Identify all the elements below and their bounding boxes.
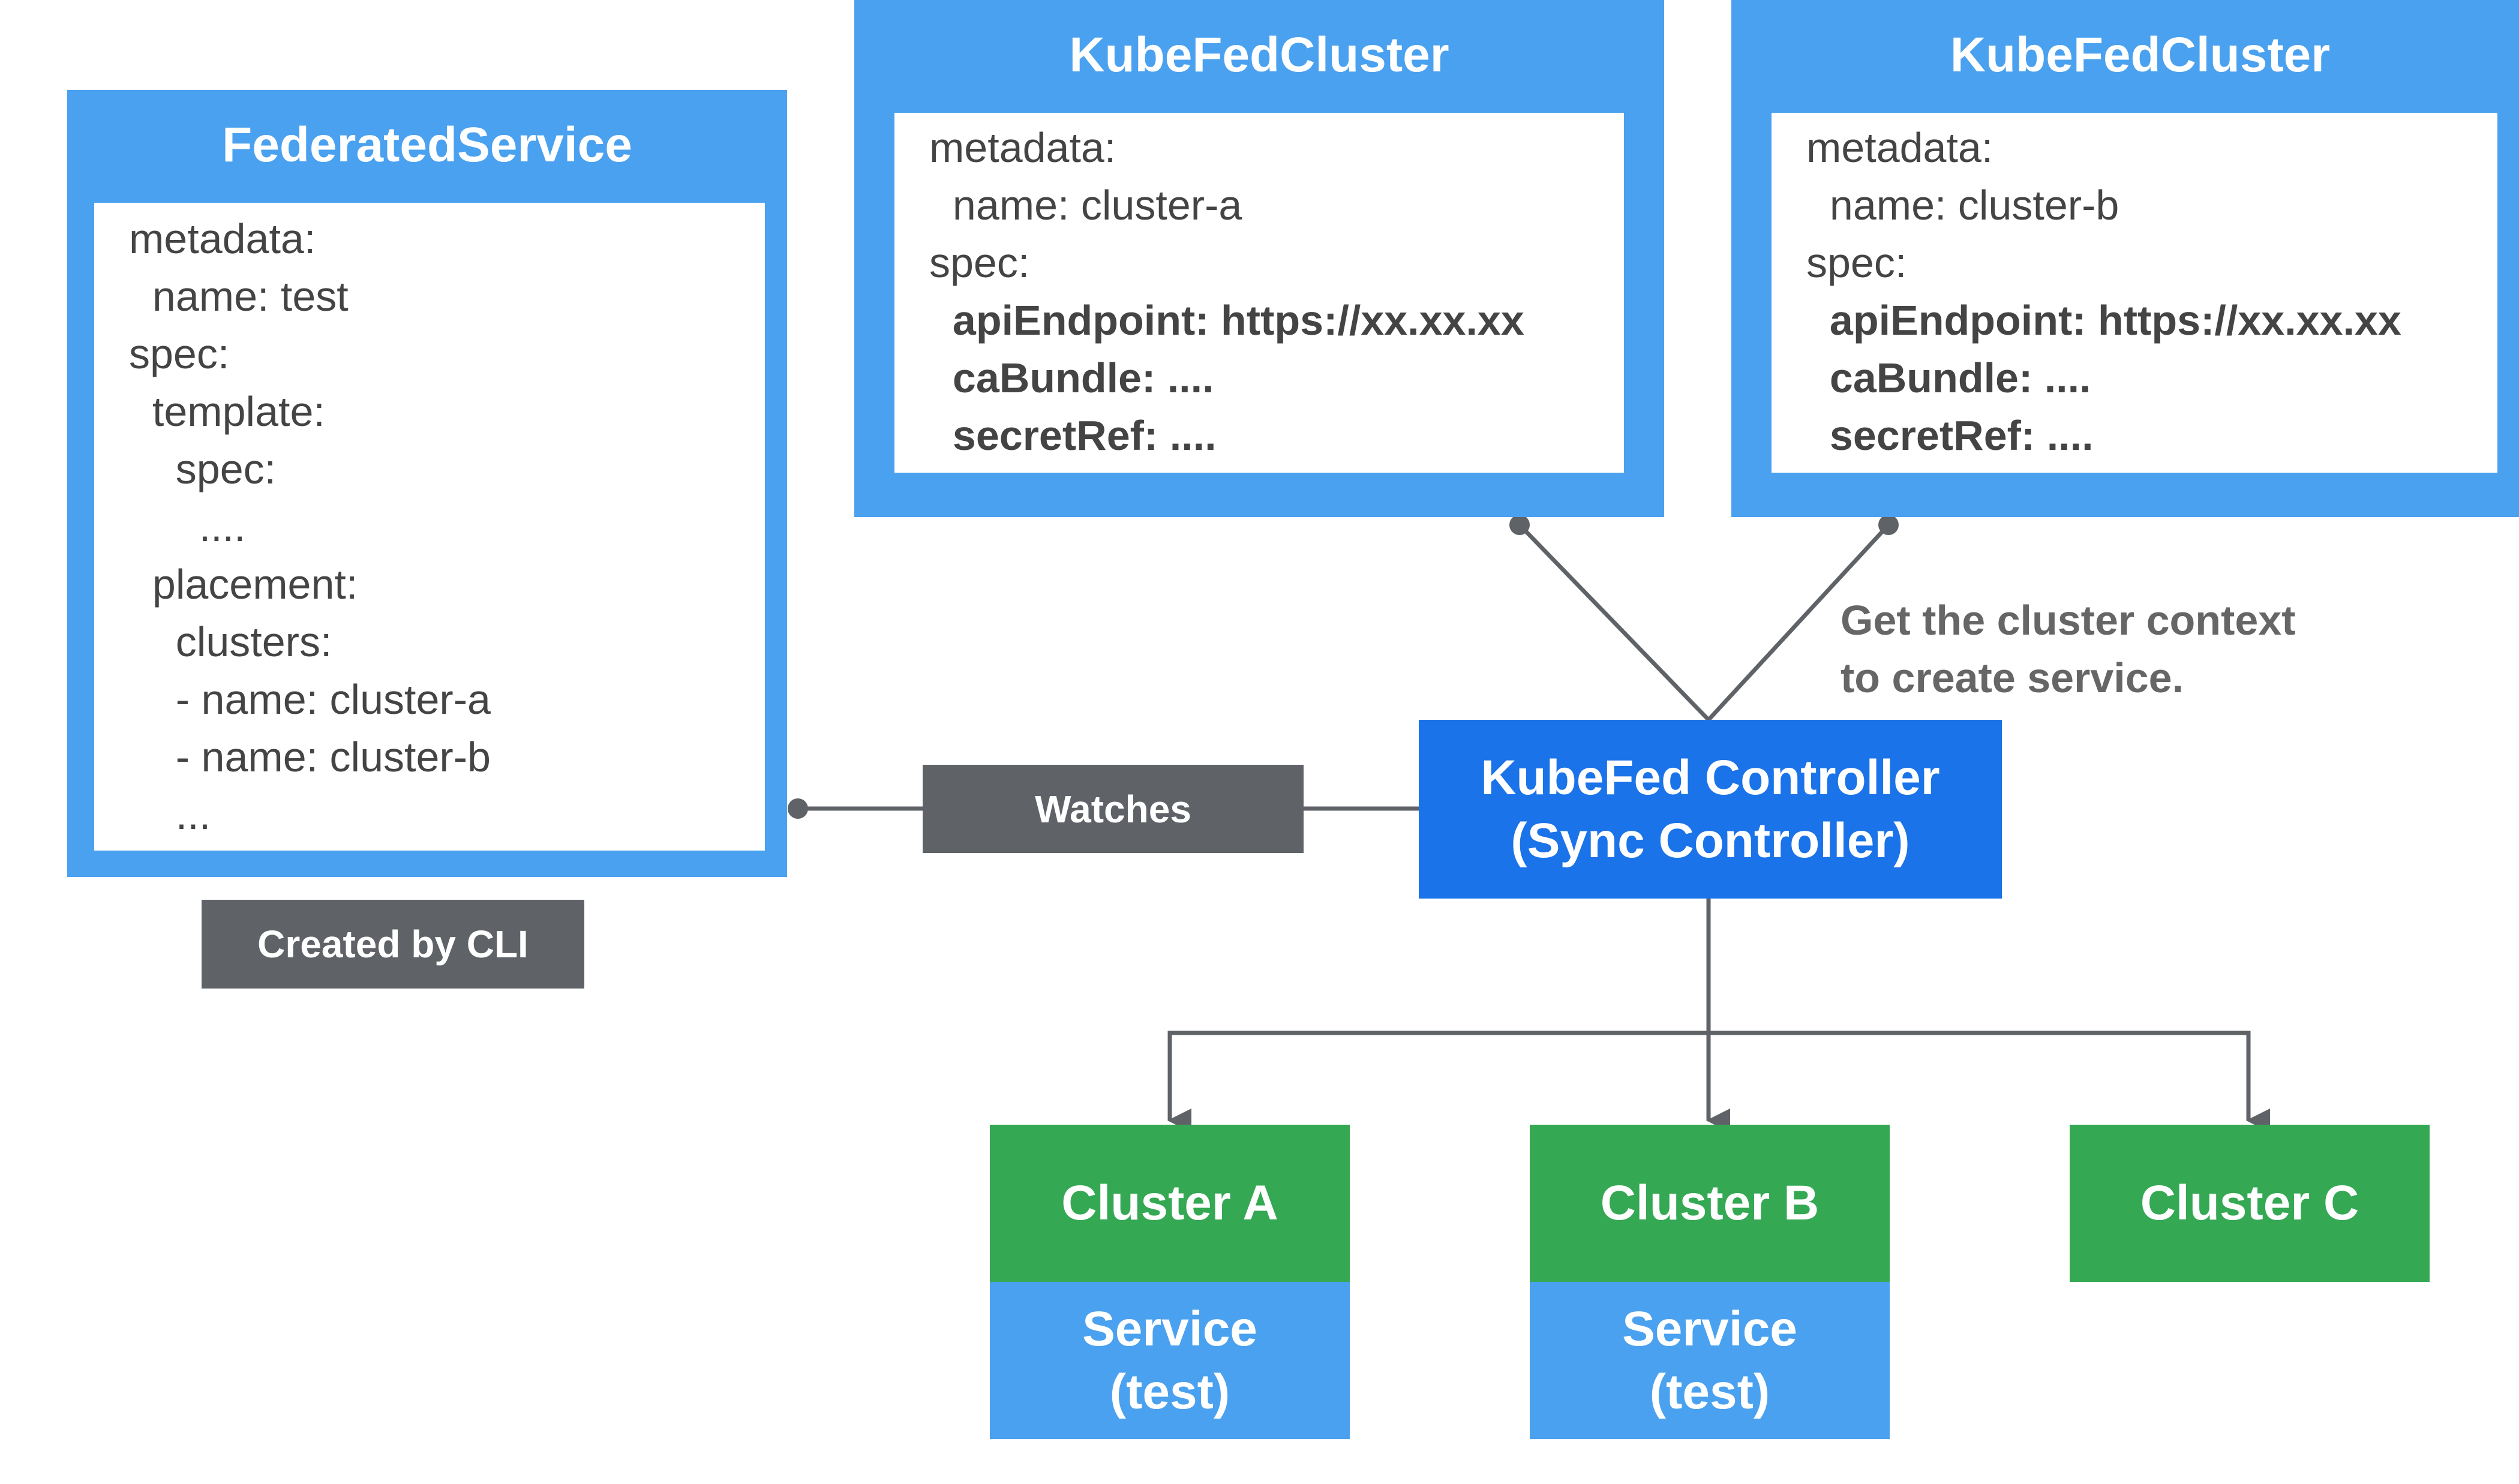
kubefed-cluster-a-spec: metadata: name: cluster-a spec: apiEndpo…	[894, 113, 1624, 473]
controller-subtitle: (Sync Controller)	[1511, 813, 1910, 868]
kubefed-controller: KubeFed Controller (Sync Controller)	[1419, 720, 2002, 899]
federated-service-spec: metadata: name: test spec: template: spe…	[94, 203, 765, 851]
cluster-a-context-dot	[1509, 515, 1530, 535]
code-line: clusters:	[129, 618, 332, 665]
code-line: name: cluster-b	[1806, 182, 2119, 229]
kubefed-cluster-a-title: KubeFedCluster	[1069, 28, 1449, 82]
created-by-cli-label: Created by CLI	[202, 900, 584, 989]
watches-endpoint-dot	[788, 798, 808, 819]
controller-name: KubeFed Controller	[1481, 750, 1940, 805]
code-line: spec:	[129, 331, 230, 377]
service-name: (test)	[1649, 1365, 1770, 1419]
service-label: Service	[1082, 1302, 1257, 1356]
service-name: (test)	[1109, 1365, 1230, 1419]
kubefed-cluster-a-panel: KubeFedCluster metadata: name: cluster-a…	[854, 0, 1664, 517]
note-line: to create service.	[1841, 654, 2184, 701]
cluster-b: Cluster B	[1530, 1125, 1890, 1282]
note-line: Get the cluster context	[1841, 597, 2296, 644]
cluster-b-service: Service (test)	[1530, 1282, 1890, 1439]
code-line: caBundle: ....	[929, 355, 1214, 401]
code-line: metadata:	[1806, 124, 1993, 171]
code-line: ...	[129, 791, 211, 838]
cluster-b-context-dot	[1878, 515, 1899, 535]
code-line: name: cluster-a	[929, 182, 1242, 229]
code-line: - name: cluster-b	[129, 734, 491, 780]
cluster-a-context-connector	[1518, 523, 1710, 722]
cluster-c: Cluster C	[2070, 1125, 2430, 1282]
service-label: Service	[1622, 1302, 1797, 1356]
code-line: apiEndpoint: https://xx.xx.xx	[1806, 297, 2401, 344]
kubefed-cluster-b-title: KubeFedCluster	[1950, 28, 2331, 82]
code-line: metadata:	[129, 215, 316, 262]
code-line: - name: cluster-a	[129, 676, 491, 723]
kubefed-cluster-b-panel: KubeFedCluster metadata: name: cluster-b…	[1731, 0, 2519, 517]
cluster-b-context-connector	[1707, 523, 1890, 722]
code-line: secretRef: ....	[1806, 412, 2094, 459]
cluster-a: Cluster A	[990, 1125, 1350, 1282]
code-line: spec:	[929, 239, 1030, 286]
code-line: ....	[129, 503, 246, 550]
kubefed-cluster-b-spec: metadata: name: cluster-b spec: apiEndpo…	[1772, 113, 2497, 473]
cluster-a-service: Service (test)	[990, 1282, 1350, 1439]
code-line: spec:	[1806, 239, 1907, 286]
federated-service-title: FederatedService	[222, 118, 632, 172]
code-line: spec:	[129, 446, 277, 492]
watches-label: Watches	[923, 765, 1304, 853]
code-line: template:	[129, 388, 325, 435]
code-line: placement:	[129, 561, 358, 608]
code-line: metadata:	[929, 124, 1116, 171]
code-line: apiEndpoint: https://xx.xx.xx	[929, 297, 1524, 344]
code-line: name: test	[129, 273, 349, 320]
code-line: caBundle: ....	[1806, 355, 2091, 401]
federated-service-panel: FederatedService metadata: name: test sp…	[67, 90, 787, 877]
code-line: secretRef: ....	[929, 412, 1217, 459]
cluster-context-note: Get the cluster context to create servic…	[1841, 591, 2440, 707]
